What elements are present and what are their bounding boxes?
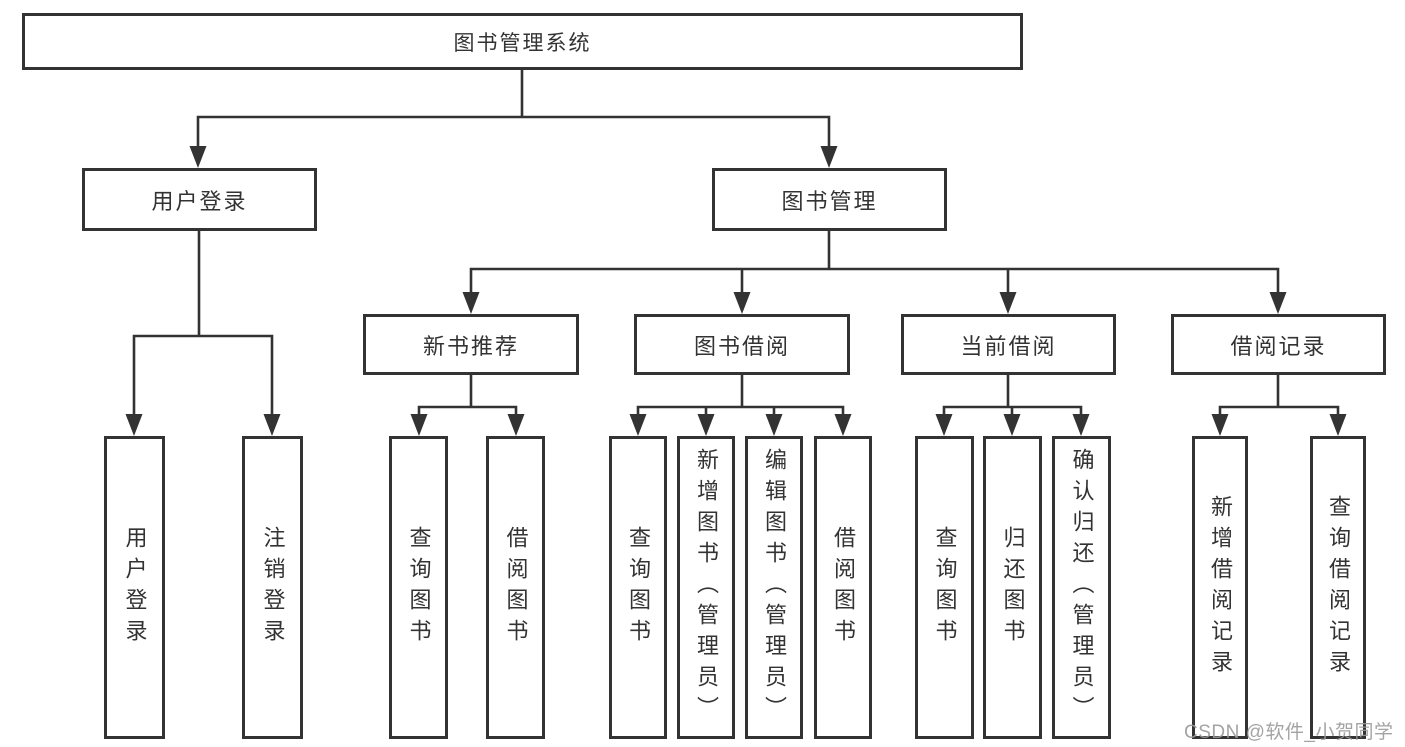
connector-records-to-children <box>1218 373 1340 422</box>
arrowhead <box>410 414 428 436</box>
node-current-borrowing: 当前借阅 <box>901 314 1116 375</box>
leaf-label: 归还图书 <box>1000 525 1026 650</box>
connector-bookborrow-to-children <box>636 373 845 422</box>
node-new-book-recommendation: 新书推荐 <box>363 314 579 375</box>
connector-currentborrow-to-children <box>942 373 1083 422</box>
connector-bookmgmt-to-level3 <box>469 229 1280 300</box>
arrowhead <box>189 146 207 168</box>
arrowhead <box>1003 414 1021 436</box>
leaf-label: 查询借阅记录 <box>1326 494 1351 681</box>
csdn-watermark: CSDN @软件_小贺同学 <box>1184 722 1394 743</box>
arrowhead <box>765 414 783 436</box>
arrowhead <box>1329 414 1347 436</box>
arrowhead <box>1269 292 1287 314</box>
leaf-add-book-admin: 新增图书（管理员） <box>677 436 735 739</box>
node-user-login: 用户登录 <box>82 168 317 231</box>
arrowhead <box>629 414 647 436</box>
leaf-label: 注销登录 <box>260 525 286 650</box>
leaf-label: 新增图书（管理员） <box>694 448 719 727</box>
leaf-logout: 注销登录 <box>242 436 303 739</box>
arrowhead <box>935 414 953 436</box>
leaf-label: 借阅图书 <box>831 525 856 650</box>
leaf-query-books-borrow: 查询图书 <box>609 436 667 739</box>
node-borrowing-records: 借阅记录 <box>1171 314 1386 375</box>
leaf-label: 借阅图书 <box>503 525 529 650</box>
arrowhead <box>263 414 281 436</box>
leaf-label: 查询图书 <box>406 525 432 650</box>
arrowhead <box>462 292 480 314</box>
leaf-query-borrow-record: 查询借阅记录 <box>1310 436 1366 739</box>
arrowhead <box>820 146 838 168</box>
leaf-label: 编辑图书（管理员） <box>762 448 787 727</box>
node-library-management-system: 图书管理系统 <box>22 13 1023 70</box>
leaf-label: 新增借阅记录 <box>1208 494 1233 681</box>
node-book-management: 图书管理 <box>712 168 947 231</box>
leaf-user-login: 用户登录 <box>104 436 165 739</box>
connector-userlogin-to-children <box>132 229 274 422</box>
leaf-query-books-recommend: 查询图书 <box>389 436 448 739</box>
arrowhead <box>733 292 751 314</box>
leaf-return-book: 归还图书 <box>983 436 1042 739</box>
arrowhead <box>1211 414 1229 436</box>
connector-root-to-level2 <box>196 67 831 154</box>
leaf-edit-book-admin: 编辑图书（管理员） <box>745 436 803 739</box>
leaf-borrow-books: 借阅图书 <box>814 436 872 739</box>
leaf-label: 确认归还（管理员） <box>1069 448 1095 727</box>
arrowhead <box>697 414 715 436</box>
leaf-label: 用户登录 <box>122 525 148 650</box>
arrowhead <box>999 292 1017 314</box>
node-book-borrowing: 图书借阅 <box>634 314 850 375</box>
arrowhead <box>834 414 852 436</box>
arrowhead <box>507 414 525 436</box>
leaf-query-books-current: 查询图书 <box>915 436 974 739</box>
leaf-confirm-return-admin: 确认归还（管理员） <box>1052 436 1111 739</box>
arrowhead <box>1072 414 1090 436</box>
leaf-label: 查询图书 <box>932 525 958 650</box>
connector-newbook-to-children <box>417 373 518 422</box>
leaf-label: 查询图书 <box>626 525 651 650</box>
leaf-borrow-books-recommend: 借阅图书 <box>486 436 545 739</box>
arrowhead <box>125 414 143 436</box>
leaf-add-borrow-record: 新增借阅记录 <box>1192 436 1248 739</box>
